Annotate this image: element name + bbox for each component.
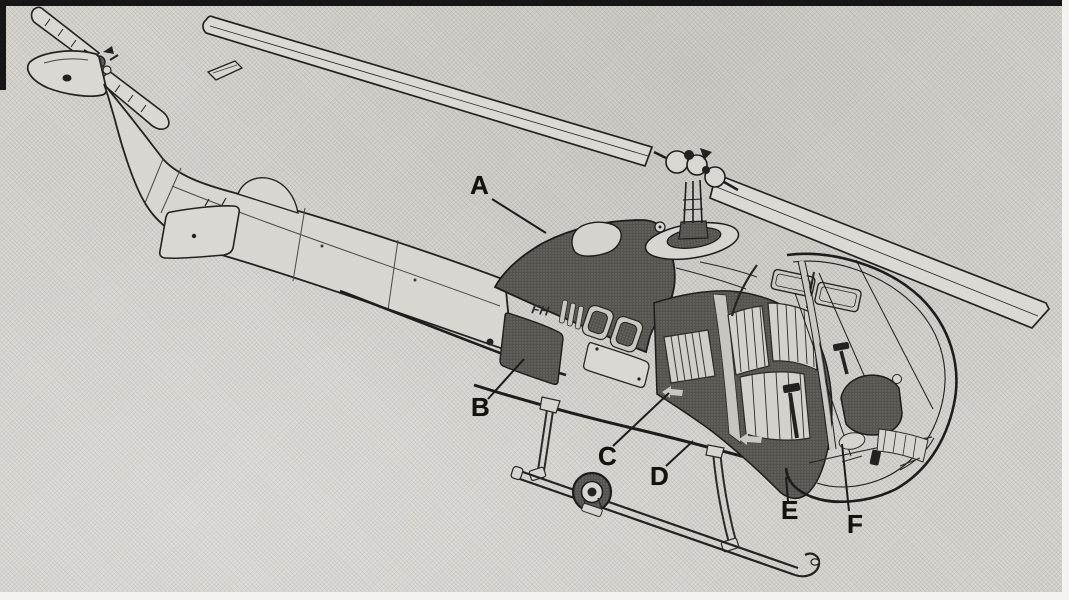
cowl-intake bbox=[571, 221, 622, 257]
instrument-console bbox=[840, 374, 903, 436]
cowl-vent-1 bbox=[581, 304, 614, 341]
leader-line-e bbox=[785, 476, 789, 502]
tail-fin bbox=[26, 50, 108, 98]
leader-line-c bbox=[612, 392, 670, 447]
scan-border-top bbox=[0, 0, 1063, 6]
leader-line-a bbox=[491, 198, 547, 234]
cowl-marking: FH bbox=[531, 301, 551, 319]
cooling-louvers bbox=[558, 299, 584, 330]
leader-line-b bbox=[487, 358, 525, 400]
boom-fairing-bump bbox=[237, 177, 299, 215]
horizontal-stabilizer-far bbox=[206, 60, 244, 81]
engine-cowling: FH bbox=[493, 219, 676, 354]
callout-label-b: B bbox=[471, 392, 490, 422]
fuselage-side-panel bbox=[499, 312, 564, 386]
control-sticks bbox=[782, 341, 881, 466]
landing-gear-rear-crosstube bbox=[528, 396, 561, 481]
rotor-mast-and-hub bbox=[644, 148, 740, 261]
skylight-window-1 bbox=[770, 268, 816, 298]
callout-label-d: D bbox=[650, 461, 669, 491]
cockpit-floor-details bbox=[808, 428, 933, 467]
access-panel bbox=[582, 341, 650, 389]
bubble-canopy bbox=[784, 252, 958, 504]
scan-border-left bbox=[0, 0, 6, 90]
callout-label-f: F bbox=[847, 509, 863, 539]
paper-edge-right bbox=[1062, 0, 1069, 600]
horizontal-stabilizer-near bbox=[158, 197, 241, 260]
main-rotor-blades bbox=[202, 15, 1051, 330]
skylight-window-2 bbox=[814, 281, 862, 313]
callout-label-e: E bbox=[781, 495, 799, 525]
callout-label-c: C bbox=[598, 441, 617, 471]
callout-leader-lines bbox=[487, 198, 850, 512]
leader-line-f bbox=[841, 443, 850, 512]
door-hinge-knob bbox=[486, 338, 494, 346]
leader-line-d bbox=[665, 440, 694, 467]
cowl-vent-2 bbox=[609, 315, 644, 353]
seat-back-slats bbox=[663, 329, 716, 384]
ground-handling-wheel bbox=[571, 471, 613, 517]
paper-edge-bottom bbox=[0, 592, 1069, 600]
landing-skid bbox=[510, 465, 821, 578]
landing-gear-front bbox=[705, 444, 740, 553]
callout-label-a: A bbox=[470, 170, 489, 200]
